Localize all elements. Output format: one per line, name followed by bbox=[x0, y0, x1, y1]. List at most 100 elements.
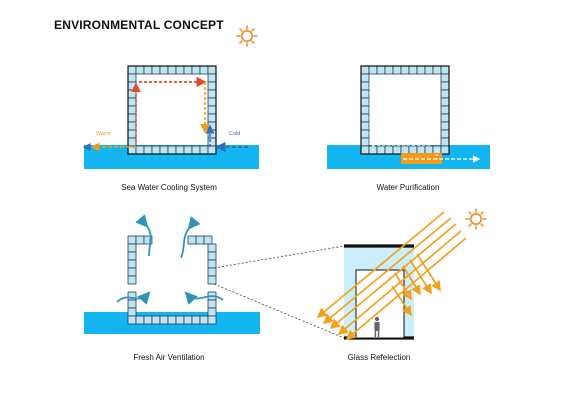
frame-block bbox=[440, 113, 450, 123]
frame-block bbox=[143, 235, 153, 245]
frame-block bbox=[191, 315, 201, 325]
frame-block bbox=[127, 251, 137, 261]
frame-block bbox=[167, 145, 177, 155]
frame-block bbox=[127, 129, 137, 139]
frame-block bbox=[191, 65, 201, 75]
frame-block bbox=[392, 65, 402, 75]
frame-block bbox=[207, 137, 217, 147]
frame-block bbox=[127, 73, 137, 83]
frame-block bbox=[183, 315, 193, 325]
frame-block bbox=[360, 105, 370, 115]
frame-outline bbox=[360, 65, 450, 155]
frame-block bbox=[159, 65, 169, 75]
frame-block bbox=[151, 145, 161, 155]
ventilation-block-frame bbox=[127, 235, 217, 325]
frame-block bbox=[207, 307, 217, 317]
frame-block bbox=[360, 97, 370, 107]
frame-block bbox=[360, 137, 370, 147]
frame-block bbox=[207, 259, 217, 269]
frame-block bbox=[384, 145, 394, 155]
frame-block bbox=[360, 145, 370, 155]
frame-block bbox=[207, 315, 217, 325]
frame-block bbox=[151, 65, 161, 75]
frame-block bbox=[416, 145, 426, 155]
frame-block bbox=[440, 81, 450, 91]
purification-block-frame bbox=[360, 65, 450, 155]
frame-block bbox=[207, 251, 217, 261]
header-sun-icon bbox=[236, 25, 258, 47]
frame-block bbox=[440, 73, 450, 83]
frame-block bbox=[408, 65, 418, 75]
frame-block bbox=[195, 235, 205, 245]
frame-block bbox=[440, 121, 450, 131]
frame-block bbox=[207, 89, 217, 99]
frame-block bbox=[199, 315, 209, 325]
frame-block bbox=[440, 129, 450, 139]
frame-block bbox=[392, 145, 402, 155]
frame-block bbox=[127, 259, 137, 269]
frame-block bbox=[135, 65, 145, 75]
glass-reflection-caption: Glass Refelection bbox=[347, 353, 411, 362]
sea-water-cooling-caption: Sea Water Cooling System bbox=[121, 183, 217, 192]
frame-block bbox=[400, 65, 410, 75]
frame-block bbox=[360, 129, 370, 139]
glass-sun-icon bbox=[465, 208, 487, 230]
frame-block bbox=[207, 81, 217, 91]
fresh-air-ventilation-panel bbox=[84, 214, 260, 334]
frame-block bbox=[416, 65, 426, 75]
interior-opening bbox=[355, 269, 405, 339]
frame-block bbox=[143, 315, 153, 325]
frame-block bbox=[127, 235, 137, 245]
frame-block bbox=[207, 97, 217, 107]
frame-block bbox=[360, 81, 370, 91]
frame-block bbox=[135, 315, 145, 325]
frame-block bbox=[127, 105, 137, 115]
frame-block bbox=[187, 235, 197, 245]
frame-block bbox=[360, 73, 370, 83]
frame-block bbox=[135, 235, 145, 245]
frame-block bbox=[207, 121, 217, 131]
frame-block bbox=[207, 105, 217, 115]
fresh-air-ventilation-caption: Fresh Air Ventilation bbox=[133, 353, 205, 362]
frame-block bbox=[127, 267, 137, 277]
frame-block bbox=[360, 121, 370, 131]
frame-block bbox=[175, 145, 185, 155]
frame-block bbox=[127, 307, 137, 317]
frame-block bbox=[143, 145, 153, 155]
frame-block bbox=[207, 275, 217, 285]
frame-block bbox=[440, 65, 450, 75]
frame-block bbox=[143, 65, 153, 75]
frame-block bbox=[440, 105, 450, 115]
frame-block bbox=[127, 113, 137, 123]
frame-block bbox=[183, 145, 193, 155]
frame-block bbox=[207, 145, 217, 155]
frame-block bbox=[368, 65, 378, 75]
frame-block bbox=[207, 73, 217, 83]
sea-water-cooling-panel bbox=[82, 65, 259, 169]
frame-block bbox=[183, 65, 193, 75]
frame-block bbox=[135, 145, 145, 155]
frame-block bbox=[127, 81, 137, 91]
frame-block bbox=[127, 89, 137, 99]
frame-block bbox=[432, 65, 442, 75]
frame-block bbox=[127, 315, 137, 325]
frame-block bbox=[175, 65, 185, 75]
frame-block bbox=[400, 145, 410, 155]
frame-block bbox=[207, 65, 217, 75]
frame-block bbox=[167, 65, 177, 75]
cold-label: Cold bbox=[229, 131, 241, 137]
frame-block bbox=[440, 145, 450, 155]
glass-reflection-rays bbox=[316, 211, 467, 341]
frame-block bbox=[360, 113, 370, 123]
glass-reflection-panel bbox=[316, 208, 487, 341]
cooling-block-frame bbox=[127, 65, 217, 155]
frame-block bbox=[207, 267, 217, 277]
person-icon bbox=[374, 316, 380, 337]
water-purification-caption: Water Purification bbox=[376, 183, 440, 192]
frame-block bbox=[360, 65, 370, 75]
frame-block bbox=[127, 65, 137, 75]
frame-block bbox=[175, 315, 185, 325]
frame-block bbox=[207, 129, 217, 139]
frame-block bbox=[360, 89, 370, 99]
